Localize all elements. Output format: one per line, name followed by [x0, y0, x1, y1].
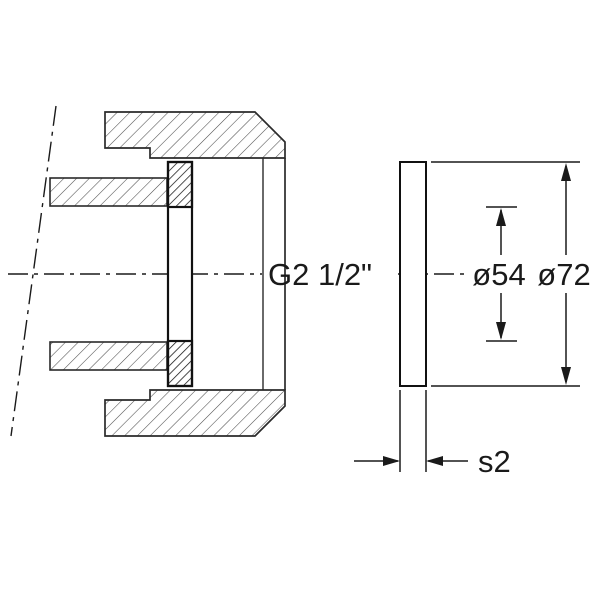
- thread-size-label: G2 1/2": [268, 257, 372, 292]
- break-line: [10, 105, 57, 437]
- gasket-cross-section: [166, 160, 194, 388]
- outer-diameter-label: ø72: [537, 257, 590, 292]
- arrow-down-icon: [496, 322, 506, 340]
- thickness-label: s2: [478, 444, 511, 479]
- arrow-up-icon: [561, 163, 571, 181]
- arrow-up-icon: [496, 208, 506, 226]
- gasket-side-view: [399, 161, 427, 387]
- gasket-top-section: [166, 160, 194, 209]
- union-nut-section: [104, 111, 286, 437]
- inner-diameter-label: ø54: [472, 257, 525, 292]
- label-backing: [466, 255, 600, 293]
- arrow-right-icon: [383, 456, 400, 466]
- pipe-section: [49, 177, 168, 371]
- gasket-bottom-section: [166, 339, 194, 388]
- dimension-thickness: [354, 390, 468, 472]
- nut-bottom-wall: [104, 389, 286, 437]
- pipe-top-wall: [49, 177, 168, 207]
- pipe-bottom-wall: [49, 341, 168, 371]
- arrow-left-icon: [426, 456, 443, 466]
- nut-top-wall: [104, 111, 286, 159]
- arrow-down-icon: [561, 367, 571, 385]
